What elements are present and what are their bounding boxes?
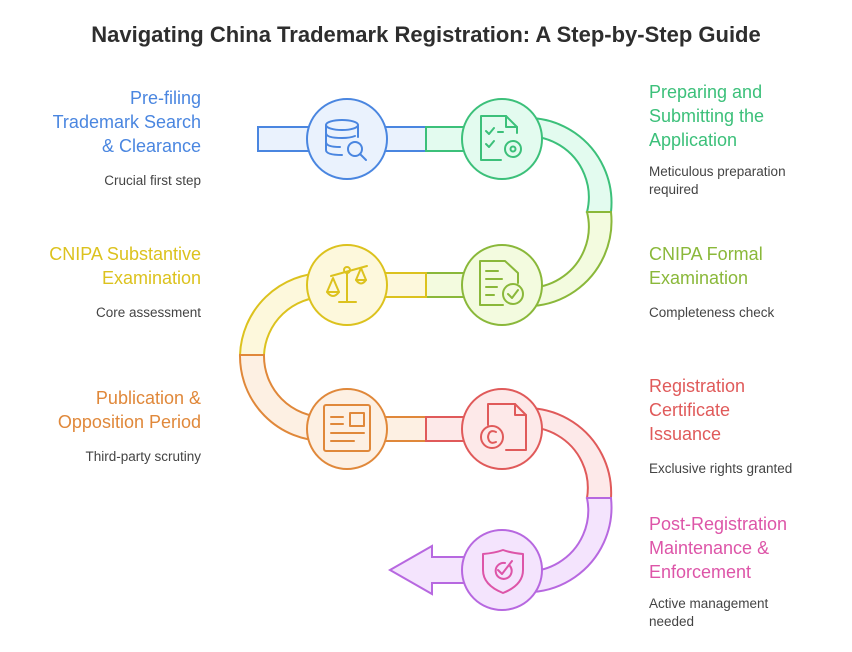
step-6-title-line: Issuance [649,424,722,444]
step-4-description: Core assessment [1,304,201,322]
step-6-title-line: Registration [649,376,746,396]
step-1-description: Crucial first step [1,172,201,190]
step-1-title-line: Trademark Search [52,112,201,132]
scales-icon [326,265,368,303]
step-4-desc-line: Core assessment [95,305,201,320]
step-7-title-line: Enforcement [649,562,752,582]
step-3-description: Completeness check [649,304,829,322]
document-check-icon [479,260,524,306]
step-5-title: Publication & Opposition Period [1,386,201,434]
step-3-title: CNIPA Formal Examination [649,242,829,290]
step-3-desc-line: Completeness check [649,305,775,320]
step-2-title-line: Application [649,130,738,150]
step-7-desc-line: Active management [649,596,769,611]
step-circle-5 [306,388,388,470]
step-circle-3 [461,244,543,326]
step-7-desc-line: needed [649,614,695,629]
step-7-title-line: Post-Registration [649,514,788,534]
step-1-title-line: & Clearance [101,136,201,156]
step-7-description: Active management needed [649,595,829,631]
step-2-title-line: Preparing and [649,82,763,102]
step-6-desc-line: Exclusive rights granted [649,461,793,476]
step-2-desc-line: required [649,182,699,197]
step-2-description: Meticulous preparation required [649,163,829,199]
step-circle-1 [306,98,388,180]
step-5-title-line: Publication & [95,388,201,408]
step-7-title: Post-Registration Maintenance & Enforcem… [649,512,829,584]
step-circle-2 [461,98,543,180]
step-7-title-line: Maintenance & [649,538,770,558]
step-6-title-line: Certificate [649,400,731,420]
step-4-title-line: CNIPA Substantive [49,244,201,264]
checklist-gear-icon [480,115,522,161]
shield-check-icon [482,549,524,594]
step-3-title-line: Examination [649,268,749,288]
step-1-desc-line: Crucial first step [104,173,201,188]
step-4-title: CNIPA Substantive Examination [1,242,201,290]
database-search-icon [325,119,367,161]
step-circle-7 [461,529,543,611]
step-1-title-line: Pre-filing [129,88,201,108]
step-6-title: Registration Certificate Issuance [649,374,829,446]
step-circle-6 [461,388,543,470]
copyright-document-icon [480,403,527,451]
newspaper-icon [323,404,371,452]
segment-post-registration [387,497,613,596]
step-2-title-line: Submitting the [649,106,765,126]
step-5-title-line: Opposition Period [57,412,201,432]
step-2-title: Preparing and Submitting the Application [649,80,829,152]
step-5-desc-line: Third-party scrutiny [85,449,201,464]
step-6-description: Exclusive rights granted [649,460,829,478]
step-4-title-line: Examination [101,268,201,288]
step-3-title-line: CNIPA Formal [649,244,763,264]
step-2-desc-line: Meticulous preparation [649,164,786,179]
step-1-title: Pre-filing Trademark Search & Clearance [1,86,201,158]
page-title: Navigating China Trademark Registration:… [91,22,761,47]
step-5-description: Third-party scrutiny [1,448,201,466]
